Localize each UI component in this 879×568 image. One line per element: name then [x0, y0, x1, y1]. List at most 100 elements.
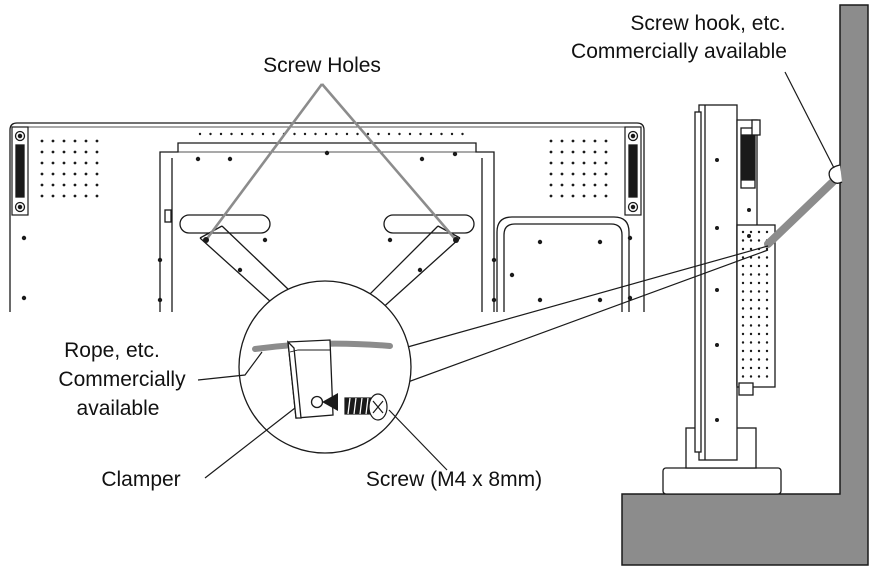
screw-mark [597, 239, 603, 245]
vent-dot [560, 183, 564, 187]
vent-dot [251, 132, 254, 136]
vent-dot [356, 132, 359, 136]
vent-dot [593, 150, 597, 154]
screw-mark [419, 156, 425, 162]
vent-dot [230, 132, 233, 136]
screw-hook-label-line2: Commercially available [571, 40, 787, 63]
screw-mark [715, 226, 719, 230]
vent-dot [62, 139, 66, 143]
vent-dot [582, 150, 586, 154]
vent-dot [741, 273, 745, 276]
vent-dot [84, 161, 88, 165]
vent-dot [765, 273, 769, 276]
vent-dot [582, 139, 586, 143]
vent-dot [765, 256, 769, 259]
vent-dot [765, 230, 769, 234]
vent-dot [593, 172, 597, 176]
vent-dot [40, 161, 44, 165]
screw-mark [387, 237, 393, 243]
vent-dot [757, 375, 761, 378]
vent-dot [741, 349, 745, 353]
screw-mark [237, 267, 243, 273]
screw-holes-label: Screw Holes [263, 54, 381, 77]
screw-mark [537, 297, 543, 303]
magnifier-lines [403, 245, 769, 383]
vent-dot [549, 183, 553, 187]
vent-dot [366, 132, 370, 136]
vent-dot [95, 194, 99, 198]
vent-dot [571, 183, 575, 187]
vent-dot [549, 172, 553, 176]
vent-dot [765, 307, 769, 310]
vent-dot [749, 315, 753, 319]
vent-dot [261, 132, 265, 136]
vent-dot [741, 332, 745, 336]
vent-dot [749, 281, 753, 285]
vent-dot [461, 132, 464, 136]
vent-dot [73, 161, 77, 165]
vent-dot [73, 172, 77, 176]
vent-dot [571, 194, 575, 198]
vent-dot [757, 358, 761, 361]
wall-and-floor [621, 4, 869, 566]
vent-dot [749, 273, 753, 276]
vent-dot [765, 366, 769, 370]
vent-dot [95, 183, 99, 187]
screw-mark [452, 151, 458, 157]
vent-dot [765, 264, 769, 268]
vent-dot [749, 341, 753, 344]
screw-mark [157, 297, 163, 303]
vent-dot [95, 161, 99, 165]
screw-mark [627, 235, 633, 241]
vent-dot [84, 172, 88, 176]
vent-dot [741, 315, 745, 319]
vent-dot [741, 264, 745, 268]
vent-dot [582, 194, 586, 198]
vent-dot [765, 332, 769, 336]
vent-dot [582, 183, 586, 187]
vent-dot [51, 183, 55, 187]
clamper-label: Clamper [101, 468, 180, 491]
vent-dot [749, 290, 753, 293]
vent-dot [757, 273, 761, 276]
vent-dot [604, 194, 608, 198]
screw-label: Screw (M4 x 8mm) [366, 468, 542, 491]
vent-dot [73, 139, 77, 143]
vent-dot [549, 161, 553, 165]
screw-mark [537, 239, 543, 245]
vent-dot [549, 150, 553, 154]
screw-mark [627, 295, 633, 301]
label-leaders [197, 351, 448, 479]
vent-dot [749, 366, 753, 370]
vent-dot [51, 161, 55, 165]
vent-dot [757, 307, 761, 310]
vent-dot [293, 132, 296, 136]
screw-mark [715, 418, 719, 422]
vent-dot [549, 194, 553, 198]
vent-dot [398, 132, 401, 136]
screw-mark [21, 235, 27, 241]
vent-dot [582, 172, 586, 176]
vent-dot [741, 341, 745, 344]
vent-dot [560, 194, 564, 198]
vent-dot [571, 139, 575, 143]
vent-dot [314, 132, 317, 136]
vent-dot [209, 132, 212, 136]
vent-dot [757, 315, 761, 319]
left-handle [11, 126, 29, 216]
vent-dot [62, 172, 66, 176]
vent-dot [84, 150, 88, 154]
vent-dot [765, 358, 769, 361]
vent-dot [73, 194, 77, 198]
rope-to-hook [764, 171, 844, 248]
vent-dot [749, 298, 753, 302]
vent-dot [765, 315, 769, 319]
vent-dot [741, 307, 745, 310]
vent-dot [749, 307, 753, 310]
vent-dot [604, 183, 608, 187]
screw-mark [597, 297, 603, 303]
vent-dot [73, 183, 77, 187]
vent-dot [749, 349, 753, 353]
vent-dot [51, 139, 55, 143]
vent-dot [62, 194, 66, 198]
